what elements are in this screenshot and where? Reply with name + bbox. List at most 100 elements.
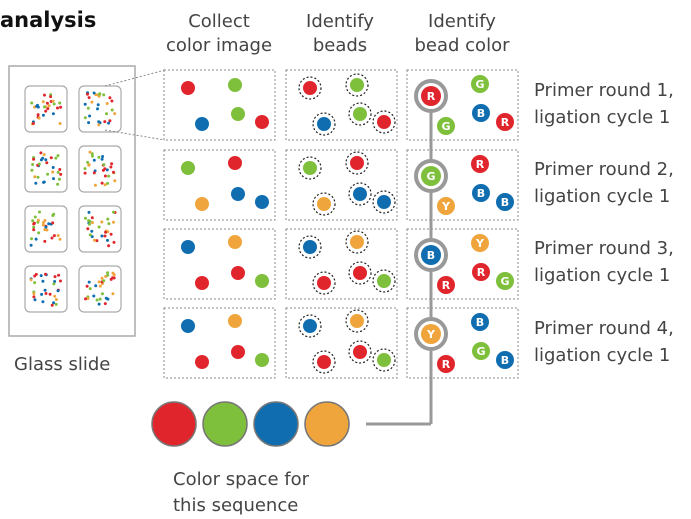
slide-dot bbox=[43, 288, 47, 292]
slide-dot bbox=[103, 167, 107, 171]
slide-dot bbox=[57, 273, 61, 277]
row-label-primer-round-4: Primer round 4, ligation cycle 1 bbox=[534, 315, 674, 369]
labeled-bead bbox=[437, 117, 455, 135]
bead bbox=[377, 274, 391, 288]
slide-dot bbox=[37, 231, 41, 235]
slide-dot bbox=[103, 120, 107, 124]
labeled-bead-letter: G bbox=[500, 275, 509, 288]
slide-dot bbox=[58, 101, 62, 105]
slide-dot bbox=[112, 170, 115, 174]
slide-dot bbox=[46, 172, 50, 176]
bead bbox=[303, 81, 317, 95]
bead bbox=[181, 319, 195, 333]
bead bbox=[377, 195, 391, 209]
slide-dot bbox=[50, 236, 54, 240]
labeled-bead-letter: R bbox=[477, 266, 486, 279]
slide-dot bbox=[111, 292, 115, 296]
labeled-bead bbox=[437, 197, 455, 215]
slide-dot bbox=[108, 96, 112, 100]
panel-frame bbox=[163, 69, 276, 141]
slide-dot bbox=[86, 297, 90, 300]
slide-dot bbox=[107, 174, 111, 178]
labeled-bead bbox=[472, 342, 490, 360]
slide-dot bbox=[92, 294, 96, 298]
bead bbox=[255, 195, 269, 209]
decoded-bead-letter: B bbox=[427, 249, 435, 262]
labeled-bead-letter: B bbox=[501, 354, 509, 367]
labeled-bead bbox=[472, 104, 490, 122]
slide-dot bbox=[41, 113, 45, 117]
slide-dot bbox=[40, 292, 44, 296]
column-header-line: bead color bbox=[414, 35, 510, 56]
slide-dot bbox=[36, 218, 40, 222]
bead bbox=[181, 240, 195, 254]
slide-dot bbox=[31, 163, 35, 166]
slide-dot bbox=[110, 108, 114, 112]
labeled-bead-letter: B bbox=[476, 316, 484, 329]
bead bbox=[377, 353, 391, 367]
slide-dot bbox=[107, 222, 111, 226]
slide-dot bbox=[37, 162, 41, 166]
decoded-bead bbox=[421, 86, 441, 106]
slide-dot bbox=[43, 219, 47, 222]
row-label-line: ligation cycle 1 bbox=[534, 186, 671, 207]
slide-dot bbox=[88, 233, 92, 237]
slide-dot bbox=[98, 284, 102, 288]
slide-dot bbox=[100, 220, 104, 224]
slide-dot bbox=[54, 156, 58, 160]
slide-dot bbox=[52, 301, 56, 305]
slide-dot bbox=[90, 229, 94, 233]
row-label-line: Primer round 4, bbox=[534, 318, 674, 339]
row-label-primer-round-3: Primer round 3, ligation cycle 1 bbox=[534, 235, 674, 289]
slide-dot bbox=[32, 225, 36, 229]
slide-dot bbox=[100, 276, 104, 280]
bead bbox=[353, 345, 367, 359]
slide-dot bbox=[109, 165, 113, 169]
slide-dot bbox=[83, 171, 87, 175]
row-label-line: Primer round 2, bbox=[534, 159, 674, 180]
bead-outline bbox=[298, 156, 322, 180]
labeled-bead-letter: R bbox=[476, 158, 485, 171]
slide-dot bbox=[52, 282, 56, 286]
slide-dot bbox=[37, 116, 41, 120]
bead bbox=[317, 197, 331, 211]
bead bbox=[377, 115, 391, 129]
labeled-bead-letter: Y bbox=[441, 200, 451, 213]
bead-outline bbox=[348, 340, 372, 364]
slide-dot bbox=[30, 101, 34, 105]
bead bbox=[303, 161, 317, 175]
slide-dot bbox=[83, 167, 87, 171]
bead-outline bbox=[312, 192, 336, 216]
color-space-caption: Color space for this sequence bbox=[173, 467, 309, 519]
labeled-bead bbox=[471, 313, 489, 331]
color-swatch-yellow bbox=[304, 401, 350, 447]
decoded-bead-letter: G bbox=[426, 170, 435, 183]
color-swatch-green bbox=[202, 401, 248, 447]
bead bbox=[317, 355, 331, 369]
labeled-bead-letter: G bbox=[476, 345, 485, 358]
slide-dot bbox=[57, 177, 61, 181]
slide-dot bbox=[56, 170, 60, 174]
slide-dot bbox=[49, 95, 53, 99]
slide-dot bbox=[30, 168, 34, 172]
slide-dot bbox=[86, 106, 90, 110]
slide-dot bbox=[29, 243, 33, 247]
bead bbox=[195, 355, 209, 369]
bead bbox=[303, 240, 317, 254]
slide-dot bbox=[85, 284, 89, 288]
slide-dot bbox=[56, 289, 60, 293]
slide-dot bbox=[103, 183, 107, 187]
labeled-bead bbox=[496, 272, 514, 290]
slide-dot bbox=[108, 119, 112, 123]
slide-dot bbox=[41, 221, 45, 225]
bead-outline bbox=[298, 314, 322, 338]
slide-dot bbox=[34, 237, 38, 241]
slide-dot bbox=[43, 228, 47, 232]
slide-dot bbox=[92, 158, 96, 162]
labeled-bead bbox=[472, 184, 490, 202]
slide-dot bbox=[90, 100, 94, 104]
slide-dot bbox=[32, 221, 36, 225]
panel-frame bbox=[285, 69, 398, 141]
bead bbox=[317, 276, 331, 290]
